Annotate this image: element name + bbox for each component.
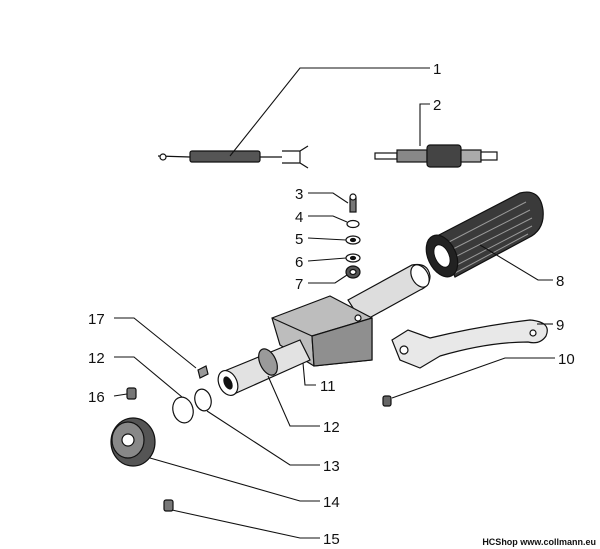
part-1-cable-rod	[157, 145, 309, 169]
part-11-throttle-housing	[217, 263, 431, 396]
part-13-ring	[194, 388, 212, 412]
part-16-screw	[126, 387, 137, 400]
callout-12-lower: 12	[323, 419, 340, 436]
callout-13: 13	[323, 458, 340, 475]
callout-16: 16	[88, 389, 105, 406]
callout-11: 11	[320, 378, 336, 395]
part-9-lever	[391, 319, 548, 369]
callout-9: 9	[556, 317, 564, 334]
part-17-clip	[197, 365, 209, 379]
callout-4: 4	[295, 209, 303, 226]
callout-12-upper: 12	[88, 350, 105, 367]
leader-lines	[113, 67, 555, 539]
callout-5: 5	[295, 231, 303, 248]
part-8-grip	[425, 191, 544, 278]
part-6-washer	[345, 253, 361, 263]
part-15-screw	[163, 499, 174, 512]
part-7-nut	[345, 265, 361, 279]
callout-7: 7	[295, 276, 303, 293]
callout-6: 6	[295, 254, 303, 271]
part-14-pulley	[110, 417, 156, 467]
callout-15: 15	[323, 531, 340, 548]
part-3-pin	[349, 193, 357, 213]
callout-10: 10	[558, 351, 575, 368]
part-12-ring	[172, 396, 194, 424]
callout-2: 2	[433, 97, 441, 114]
callout-8: 8	[556, 273, 564, 290]
callout-numbers: 1 2 3 4 5 6 7 8 9 10 11 12 12 13 14 15 1…	[88, 61, 575, 548]
part-4-washer	[346, 219, 360, 229]
part-10-screw	[382, 395, 392, 407]
part-2-adjuster	[374, 144, 498, 168]
callout-1: 1	[433, 61, 441, 78]
footer-credit: HCShop www.collmann.eu	[482, 537, 596, 547]
part-5-washer	[345, 235, 361, 245]
callout-14: 14	[323, 494, 340, 511]
callout-17: 17	[88, 311, 105, 328]
callout-3: 3	[295, 186, 303, 203]
